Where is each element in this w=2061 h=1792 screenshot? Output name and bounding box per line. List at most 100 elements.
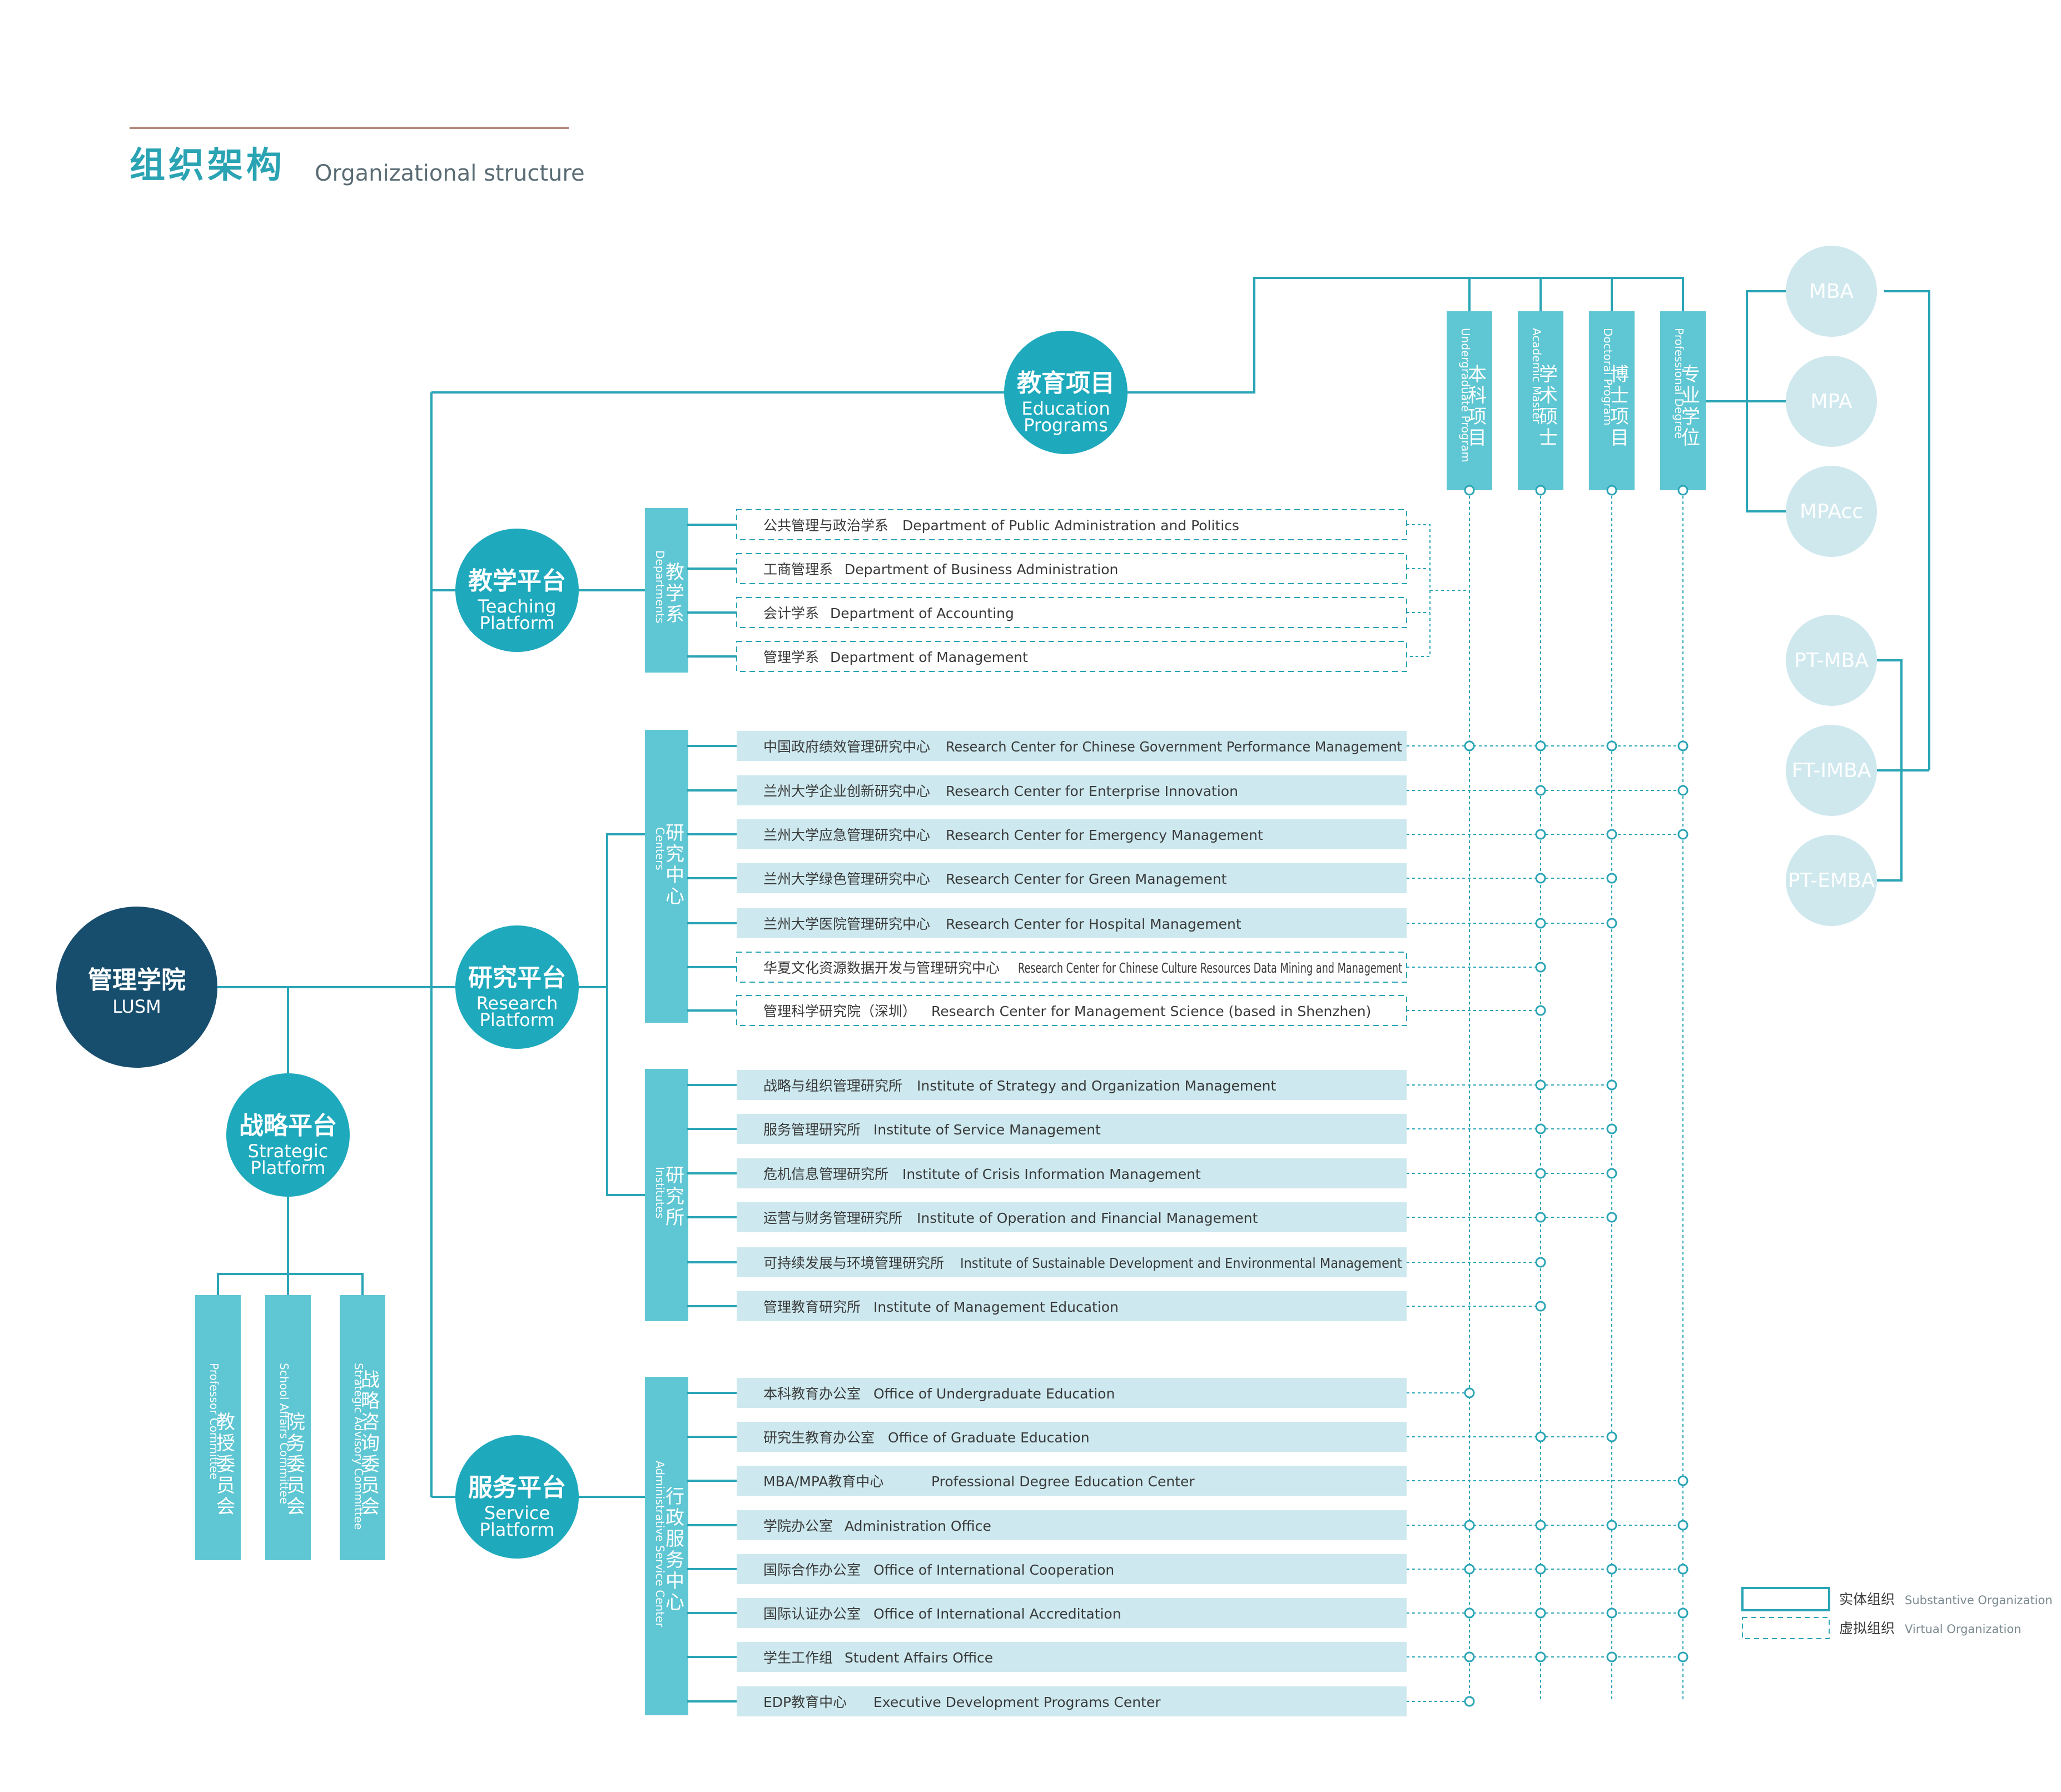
junction-circle	[1464, 485, 1475, 496]
committee-bar	[195, 1295, 241, 1560]
committee-label: 委	[286, 1453, 305, 1476]
department-row-name-en: Department of Public Administration and …	[902, 517, 1239, 534]
group-label: 心	[666, 885, 684, 908]
research-platform-subtitle: Research	[476, 993, 558, 1014]
junction-circle	[1606, 1431, 1617, 1442]
program-column	[1589, 311, 1635, 490]
junction-circle	[1535, 1212, 1546, 1223]
center-row-name-en: Research Center for Enterprise Innovatio…	[946, 783, 1238, 799]
root-node	[56, 907, 217, 1068]
service-row-name-cn: 研究生教育办公室	[763, 1430, 875, 1446]
program-label-en: Professional Degree	[1672, 328, 1686, 439]
group-label: 务	[666, 1549, 684, 1571]
junction-circle	[1606, 1123, 1617, 1134]
service-row-name-en: Student Affairs Office	[845, 1650, 993, 1666]
teaching-platform-subtitle: Platform	[480, 613, 555, 634]
group-label: 所	[666, 1207, 684, 1229]
degree-label: FT-IMBA	[1792, 759, 1871, 782]
center-row-name-en: Research Center for Chinese Culture Reso…	[1018, 960, 1402, 976]
group-label: 行	[666, 1486, 684, 1508]
degree-node	[1786, 466, 1877, 557]
degree-label: MPAcc	[1800, 500, 1863, 523]
junction-circle	[1464, 740, 1475, 751]
program-label: 目	[1610, 427, 1629, 449]
center-row-name-cn: 兰州大学医院管理研究中心	[763, 916, 930, 932]
program-label: 硕	[1539, 406, 1558, 428]
committee-label: 战	[361, 1369, 380, 1391]
connector-line	[1884, 290, 1930, 770]
junction-circle	[1606, 1520, 1617, 1531]
institute-row	[737, 1114, 1407, 1144]
degree-node	[1786, 246, 1877, 337]
junction-circle	[1606, 1168, 1617, 1179]
committee-label: 教	[216, 1411, 235, 1433]
strategic-platform-title: 战略平台	[239, 1112, 337, 1140]
committee-label: 务	[286, 1432, 305, 1455]
junction-circle	[1535, 1651, 1546, 1662]
junction-circle	[1535, 1564, 1546, 1575]
institute-row	[737, 1291, 1407, 1321]
group-label-en: Institutes	[653, 1167, 667, 1218]
program-label: 专	[1681, 364, 1700, 386]
teaching-platform-subtitle: Teaching	[478, 596, 557, 617]
department-row-name-en: Department of Management	[830, 649, 1028, 665]
service-row-name-en: Executive Development Programs Center	[873, 1694, 1161, 1710]
institute-row-name-en: Institute of Management Education	[873, 1299, 1119, 1315]
junction-circle	[1606, 740, 1617, 751]
department-row-name-cn: 管理学系	[763, 649, 819, 665]
root-title: 管理学院	[88, 966, 186, 994]
junction-circle	[1535, 1607, 1546, 1619]
page-title: 组织架构	[130, 145, 285, 186]
program-label: 目	[1468, 427, 1487, 449]
program-label: 博	[1610, 364, 1629, 386]
junction-circle	[1677, 1607, 1688, 1619]
junction-circle	[1606, 1607, 1617, 1619]
junction-circle	[1677, 1651, 1688, 1662]
junction-circle	[1677, 485, 1688, 496]
root-subtitle: LUSM	[112, 996, 161, 1017]
group-label: 心	[666, 1591, 684, 1614]
junction-circle	[1535, 1123, 1546, 1134]
junction-circle	[1464, 1607, 1475, 1619]
institute-row-name-cn: 战略与组织管理研究所	[763, 1078, 902, 1094]
junction-circle	[1464, 1520, 1475, 1531]
junction-circle	[1535, 1520, 1546, 1531]
program-label-en: Doctoral Program	[1601, 328, 1615, 426]
junction-circle	[1606, 873, 1617, 884]
group-label: 服	[666, 1528, 684, 1550]
service-row	[737, 1510, 1407, 1540]
junction-circle	[1535, 1168, 1546, 1179]
junction-circle	[1677, 1520, 1688, 1531]
center-row	[737, 775, 1407, 805]
junction-circle	[1464, 1387, 1475, 1398]
centers-bar	[645, 730, 688, 1023]
committee-label: 委	[216, 1453, 235, 1476]
institute-row-name-en: Institute of Sustainable Development and…	[960, 1255, 1402, 1271]
department-row	[736, 597, 1407, 628]
legend-label-en: Virtual Organization	[1905, 1622, 2022, 1636]
service-row-name-cn: MBA/MPA教育中心	[763, 1474, 883, 1490]
center-row-name-en: Research Center for Management Science (…	[931, 1003, 1371, 1019]
junction-circle	[1535, 918, 1546, 929]
service-row-name-cn: 学院办公室	[763, 1518, 833, 1534]
institute-row-name-en: Institute of Operation and Financial Man…	[917, 1210, 1258, 1226]
program-label: 项	[1610, 406, 1629, 428]
center-row-name-cn: 中国政府绩效管理研究中心	[763, 739, 930, 755]
legend-label-en: Substantive Organization	[1905, 1594, 2053, 1607]
center-row-name-cn: 管理科学研究院（深圳）	[763, 1003, 916, 1019]
program-label: 本	[1468, 364, 1487, 386]
junction-circle	[1535, 485, 1546, 496]
committee-label: 会	[361, 1496, 380, 1518]
committee-label: 略	[361, 1390, 380, 1412]
program-label-en: Academic Master	[1530, 328, 1543, 424]
title-rule	[130, 127, 569, 129]
education-programs-subtitle: Programs	[1024, 415, 1108, 436]
education-programs-subtitle: Education	[1021, 398, 1110, 419]
service-row-name-cn: EDP教育中心	[763, 1694, 847, 1710]
service-platform-title: 服务平台	[468, 1474, 566, 1502]
junction-circle	[1677, 785, 1688, 796]
group-label: 政	[666, 1507, 684, 1529]
degree-node	[1786, 725, 1877, 816]
program-column	[1518, 311, 1563, 490]
